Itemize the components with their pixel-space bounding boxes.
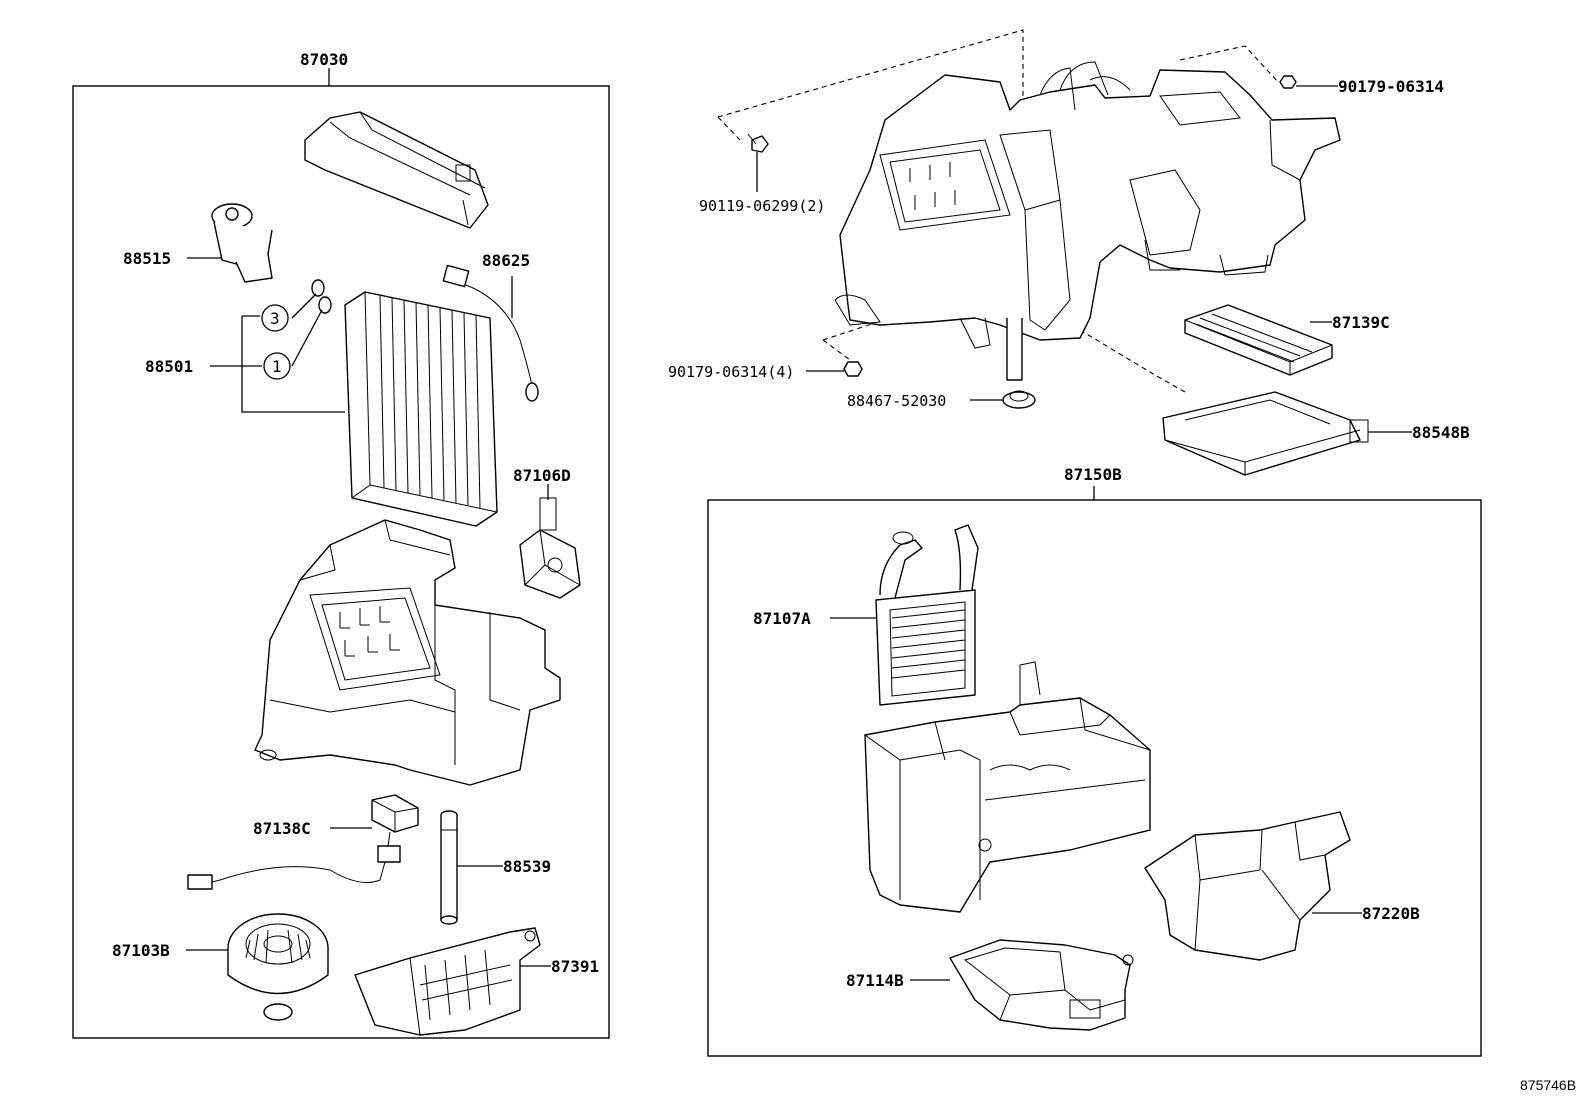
label-88501: 88501 <box>145 357 193 376</box>
heater-case-drawing <box>864 661 1151 913</box>
part-87391-drawing <box>354 927 541 1036</box>
part-87220B-drawing <box>1144 811 1351 961</box>
part-87114B-drawing <box>949 939 1134 1031</box>
label-88539: 88539 <box>503 857 551 876</box>
label-87106D: 87106D <box>513 466 571 485</box>
wire-harness-drawing <box>187 831 401 890</box>
label-88467-52030: 88467-52030 <box>847 392 946 410</box>
part-87107A-drawing <box>875 524 979 706</box>
part-88467-drawing <box>1002 390 1036 409</box>
hvac-unit-drawing <box>717 29 1341 393</box>
figure-code: 875746B <box>1520 1077 1576 1093</box>
callout-1: 1 <box>272 357 282 376</box>
label-87139C: 87139C <box>1332 313 1390 332</box>
label-88625: 88625 <box>482 251 530 270</box>
nut-90179-top-drawing <box>1279 75 1297 89</box>
assembly-87030: 87030 <box>72 50 610 1039</box>
blower-case-drawing <box>254 519 561 786</box>
callout-circle-1 <box>263 352 291 380</box>
bolt-90119-drawing <box>747 133 769 153</box>
part-88515-drawing <box>211 203 273 283</box>
label-87220B: 87220B <box>1362 904 1420 923</box>
duct-cover-drawing <box>304 111 489 229</box>
label-87107A: 87107A <box>753 609 811 628</box>
part-88539-drawing <box>440 810 458 925</box>
label-87138C: 87138C <box>253 819 311 838</box>
part-87103B-drawing <box>227 913 329 1021</box>
label-87114B: 87114B <box>846 971 904 990</box>
part-88548B-drawing <box>1162 391 1369 476</box>
assembly-87030-label: 87030 <box>300 50 348 69</box>
part-88501-drawing <box>311 279 498 527</box>
part-88625-drawing <box>442 264 539 402</box>
label-90119-06299: 90119-06299(2) <box>699 197 825 215</box>
label-87391: 87391 <box>551 957 599 976</box>
callout-circle-3 <box>261 304 289 332</box>
label-87103B: 87103B <box>112 941 170 960</box>
label-90179-06314-4: 90179-06314(4) <box>668 363 794 381</box>
label-88515: 88515 <box>123 249 171 268</box>
part-87138C-drawing <box>371 794 419 833</box>
nut-90179-4-drawing <box>843 361 863 377</box>
label-88548B: 88548B <box>1412 423 1470 442</box>
callout-3: 3 <box>270 309 280 328</box>
label-90179-06314-top: 90179-06314 <box>1338 77 1444 96</box>
part-87106D-drawing <box>519 497 581 599</box>
assembly-87150B: 87150B <box>707 465 1482 1057</box>
assembly-87150B-label: 87150B <box>1064 465 1122 484</box>
part-87139C-drawing <box>1184 304 1333 376</box>
assembly-87030-frame <box>72 85 610 1039</box>
